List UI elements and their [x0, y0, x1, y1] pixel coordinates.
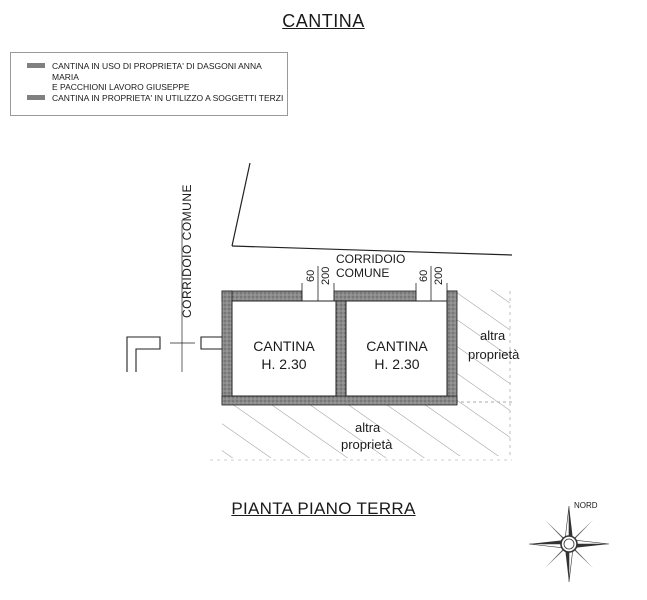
- other-property-hatch: [210, 289, 512, 461]
- legend-line: CANTINA IN USO DI PROPRIETA' DI DASGONI …: [52, 61, 262, 82]
- room-name: CANTINA: [253, 338, 315, 354]
- door-dimension: 60: [305, 270, 317, 282]
- site-boundary: [231, 162, 513, 403]
- compass-label: NORD: [574, 501, 598, 510]
- legend-item-owned: CANTINA IN USO DI PROPRIETA' DI DASGONI …: [27, 61, 287, 93]
- door-dimension: 200: [320, 267, 332, 285]
- compass-rose-icon: [528, 505, 610, 583]
- legend-item-third-party: CANTINA IN PROPRIETA' IN UTILIZZO A SOGG…: [27, 93, 283, 104]
- corridor-top-label: CORRIDOIO: [336, 252, 405, 266]
- other-property-label: altra: [480, 328, 506, 343]
- room-height: H. 2.30: [261, 356, 306, 372]
- other-property-label: proprietà: [468, 347, 520, 362]
- page-title: CANTINA: [282, 11, 365, 31]
- legend-swatch: [27, 63, 45, 68]
- corridor-top-label: COMUNE: [336, 266, 389, 280]
- door-dimension: 200: [433, 267, 445, 285]
- legend-item-label: CANTINA IN PROPRIETA' IN UTILIZZO A SOGG…: [52, 93, 284, 103]
- corridor-vertical-label: CORRIDOIO COMUNE: [180, 184, 194, 318]
- floor-plan-title: PIANTA PIANO TERRA: [231, 499, 416, 518]
- other-property-label: altra: [355, 420, 381, 435]
- door-markers: [301, 266, 448, 301]
- legend: CANTINA IN USO DI PROPRIETA' DI DASGONI …: [10, 52, 288, 116]
- legend-line: E PACCHIONI LAVORO GIUSEPPE: [52, 82, 190, 92]
- west-corridor: [126, 220, 222, 372]
- legend-item-label: CANTINA IN USO DI PROPRIETA' DI DASGONI …: [52, 61, 287, 93]
- room-name: CANTINA: [366, 338, 428, 354]
- room-height: H. 2.30: [374, 356, 419, 372]
- room-outlines: [231, 300, 448, 397]
- legend-swatch: [27, 95, 45, 100]
- other-property-label: proprietà: [341, 437, 393, 452]
- door-dimension: 60: [418, 270, 430, 282]
